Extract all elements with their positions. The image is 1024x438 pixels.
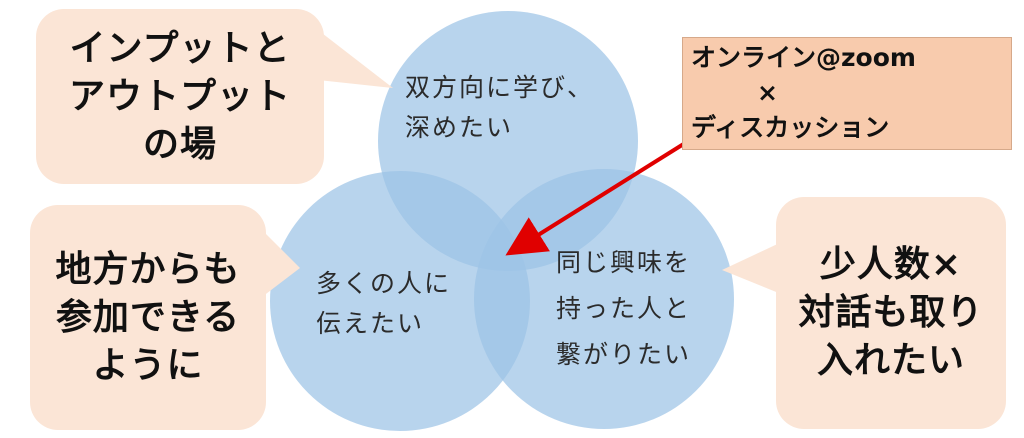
zoom-box-line3: ディスカッション bbox=[691, 113, 890, 142]
bubble-tail-right bbox=[722, 240, 786, 296]
circle-text-top: 双方向に学び、 深めたい bbox=[405, 73, 595, 142]
bubble-input-output-text: インプットと アウトプット の場 bbox=[68, 27, 291, 165]
circle-text-left: 多くの人に 伝えたい bbox=[316, 269, 452, 338]
bubble-input-output: インプットと アウトプット の場 bbox=[36, 9, 324, 184]
venn-circle-left bbox=[270, 171, 530, 431]
bubble-regional: 地方からも 参加できる ように bbox=[30, 205, 266, 430]
circle-text-right: 同じ興味を 持った人と 繋がりたい bbox=[556, 248, 692, 369]
online-zoom-box: オンライン@zoom × ディスカッション bbox=[682, 37, 1012, 150]
bubble-tail-top-left bbox=[318, 30, 393, 88]
pointer-arrow bbox=[505, 138, 692, 256]
bubble-tail-mid-left bbox=[258, 226, 300, 300]
zoom-box-line1: オンライン@zoom bbox=[691, 43, 916, 72]
bubble-regional-text: 地方からも 参加できる ように bbox=[55, 248, 241, 386]
zoom-box-line2: × bbox=[757, 78, 778, 107]
bubble-small-group: 少人数× 対話も取り 入れたい bbox=[776, 197, 1006, 429]
bubble-small-group-text: 少人数× 対話も取り 入れたい bbox=[798, 244, 984, 381]
